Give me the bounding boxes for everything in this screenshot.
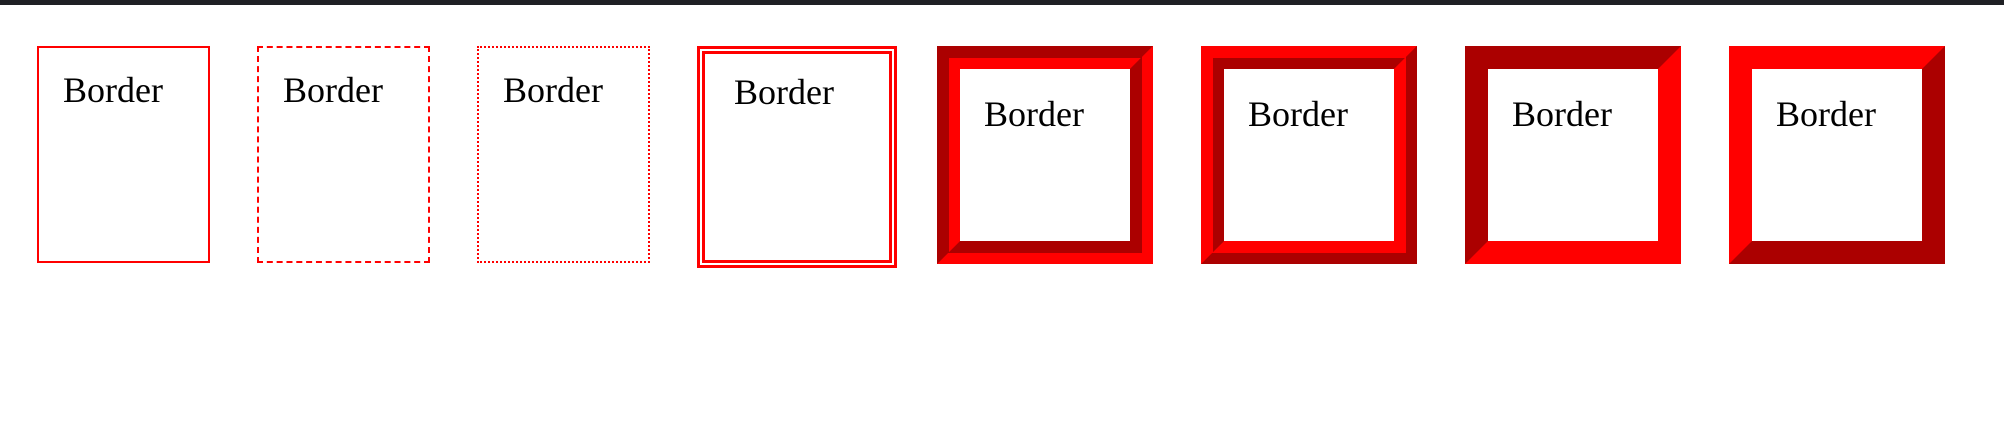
border-box-outset: Border (1729, 46, 1945, 264)
border-box-dashed: Border (257, 46, 430, 263)
border-box-label: Border (63, 70, 163, 110)
border-box-ridge: Border (1201, 46, 1417, 264)
border-box-label: Border (1776, 94, 1876, 134)
border-box-label: Border (503, 70, 603, 110)
top-bar (0, 0, 2004, 5)
border-box-dotted: Border (477, 46, 650, 263)
border-box-label: Border (1248, 94, 1348, 134)
border-box-label: Border (1512, 94, 1612, 134)
border-box-label: Border (984, 94, 1084, 134)
border-box-label: Border (734, 72, 834, 112)
border-box-inset: Border (1465, 46, 1681, 264)
border-box-groove: Border (937, 46, 1153, 264)
border-box-double: Border (697, 46, 897, 268)
border-box-solid: Border (37, 46, 210, 263)
border-box-label: Border (283, 70, 383, 110)
